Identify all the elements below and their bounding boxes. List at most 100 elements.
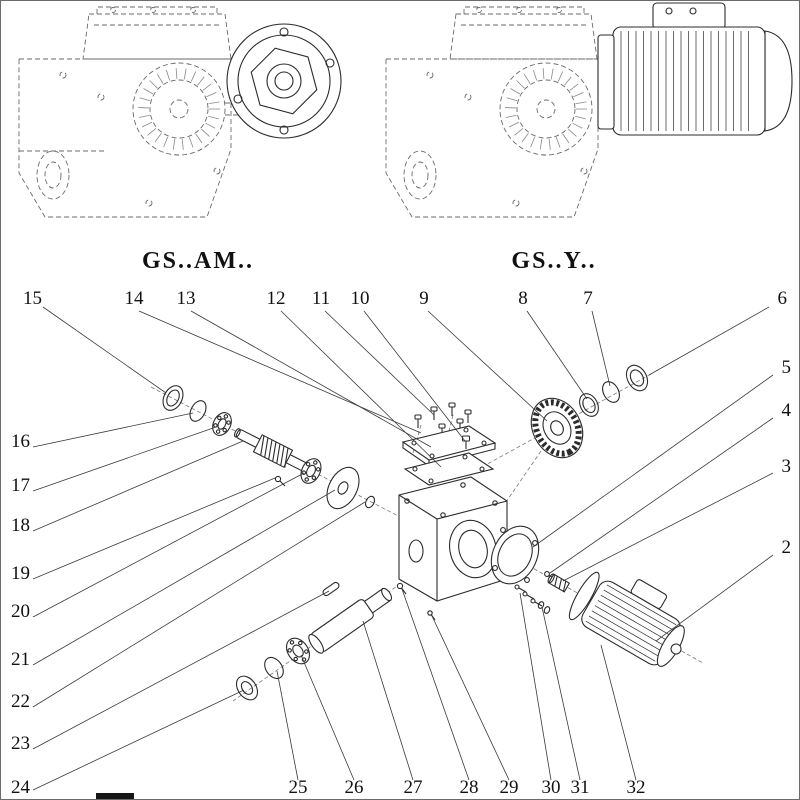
leader-line-31 <box>541 606 581 781</box>
bearing-ball <box>313 460 318 465</box>
callout-19: 19 <box>11 563 30 584</box>
spline-tick <box>542 68 545 80</box>
fin-line <box>606 584 677 626</box>
key-23 <box>322 581 340 597</box>
leader-line-14 <box>138 310 422 434</box>
callout-28: 28 <box>460 777 479 798</box>
motor-front-flange <box>597 34 615 130</box>
spline-tick <box>183 68 187 80</box>
spline-tick <box>575 115 586 120</box>
callout-26: 26 <box>345 777 364 798</box>
spline-tick <box>154 133 162 143</box>
spline-tick <box>139 97 151 102</box>
spline-tick <box>181 138 184 150</box>
leader-line-8 <box>526 310 588 400</box>
callout-4: 4 <box>782 400 792 421</box>
callout-20: 20 <box>11 601 30 622</box>
fin-line <box>585 620 656 662</box>
spline-tick <box>141 121 153 128</box>
callout-23: 23 <box>11 733 30 754</box>
callout-11: 11 <box>312 288 330 309</box>
leader-line-2 <box>655 554 774 642</box>
spline-tick <box>550 68 554 80</box>
spline-tick <box>575 101 587 105</box>
spline-tick <box>532 69 538 81</box>
callout-9: 9 <box>419 288 429 309</box>
leader-line-27 <box>362 620 414 781</box>
callout-10: 10 <box>351 288 370 309</box>
bearing-ball <box>217 415 222 421</box>
spline-tick <box>201 128 210 137</box>
leader-line-30 <box>519 592 552 781</box>
ring-8 <box>579 393 599 417</box>
spline-tick <box>175 68 178 80</box>
bearing-ball <box>293 656 298 662</box>
leader-line-9 <box>427 310 548 422</box>
right-view-title: GS..Y.. <box>511 248 596 274</box>
motor-exploded-2 <box>568 571 685 667</box>
bearing-ball <box>304 477 309 482</box>
gearbox-flange-view <box>18 6 247 218</box>
footer-mark <box>96 793 134 799</box>
worm-thread <box>260 435 265 456</box>
spline-tick <box>156 74 164 84</box>
spline-tick <box>508 121 520 128</box>
leader-line-12 <box>280 310 442 468</box>
callout-29: 29 <box>500 777 519 798</box>
spline-tick <box>202 83 212 91</box>
callout-8: 8 <box>518 288 528 309</box>
seal-ring-6 <box>625 364 649 392</box>
gearbox-motor-view <box>385 6 599 218</box>
callout-12: 12 <box>267 288 286 309</box>
leader-line-7 <box>591 310 611 387</box>
spline-tick <box>568 128 577 137</box>
spline-tick <box>149 80 158 89</box>
callout-3: 3 <box>782 456 792 477</box>
spline-tick <box>514 127 524 136</box>
callout-17: 17 <box>11 475 30 496</box>
exploded-view <box>150 364 704 702</box>
leader-line-11 <box>324 310 435 416</box>
bearing-ball <box>311 475 317 481</box>
cover-bolts <box>414 402 472 437</box>
washer-24 <box>235 675 259 701</box>
fin-line <box>600 594 671 636</box>
spline-tick <box>172 138 176 150</box>
screw-28 <box>396 582 407 595</box>
retaining-ring-16 <box>189 400 207 422</box>
spline-tick <box>539 138 543 150</box>
callout-22: 22 <box>11 691 30 712</box>
leader-line-15 <box>42 306 167 394</box>
callout-30: 30 <box>542 777 561 798</box>
spline-tick <box>555 137 561 148</box>
output-shaft-27 <box>308 587 393 654</box>
callout-7: 7 <box>583 288 593 309</box>
fin-line <box>594 605 665 646</box>
spline-tick <box>505 114 517 118</box>
leader-line-18 <box>32 440 244 532</box>
callout-27: 27 <box>404 777 423 798</box>
worm-thread <box>284 447 289 468</box>
bearing-ball <box>301 470 307 475</box>
spline-tick <box>521 133 529 143</box>
leader-line-10 <box>363 310 466 442</box>
callout-2: 2 <box>782 537 792 558</box>
circlip-25 <box>264 656 284 680</box>
leader-line-6 <box>648 306 770 376</box>
oring-22 <box>364 495 376 509</box>
bearing-ball <box>305 461 311 467</box>
bearing-ball <box>222 427 227 433</box>
gearbox-housing <box>398 476 508 602</box>
bearing-ball <box>223 414 229 419</box>
bearing-ball <box>289 640 295 645</box>
callout-24: 24 <box>11 777 31 798</box>
spline-tick <box>523 74 531 84</box>
pin-19 <box>274 475 286 487</box>
leader-line-20 <box>32 472 305 618</box>
worm-gear-9 <box>530 397 584 459</box>
gear-drop-axis <box>492 450 542 522</box>
spline-tick <box>516 80 525 89</box>
callout-13: 13 <box>177 288 196 309</box>
